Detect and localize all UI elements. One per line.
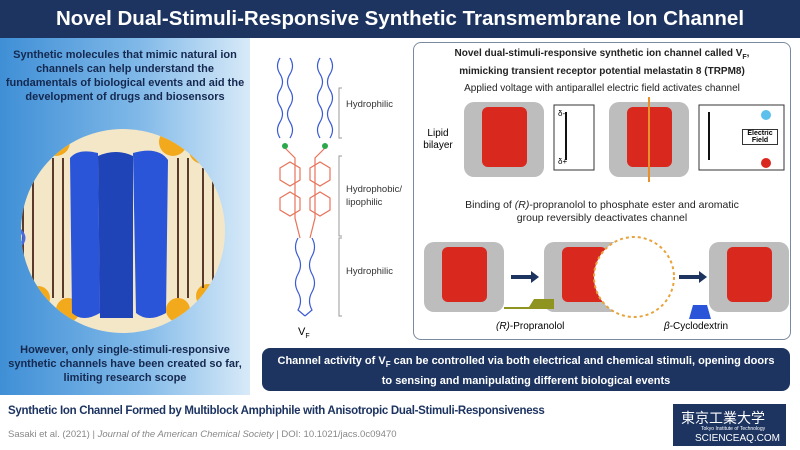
paper-title: Synthetic Ion Channel Formed by Multiblo… xyxy=(8,405,545,417)
molecule-subscript: F xyxy=(305,333,310,341)
heading-line1: Novel dual-stimuli-responsive synthetic … xyxy=(454,48,743,59)
propranolol-label: (R)-Propranolol xyxy=(496,321,564,332)
doi: DOI: 10.1021/jacs.0c09470 xyxy=(281,429,397,440)
cyclodextrin-label: β-Cyclodextrin xyxy=(664,321,728,332)
citation: Sasaki et al. (2021) | Journal of the Am… xyxy=(8,429,397,440)
multiblock-amphiphile-structure xyxy=(276,57,342,317)
heading-comma: , xyxy=(746,48,750,59)
conclusion-pre: Channel activity of V xyxy=(277,355,386,367)
molecule-letter: V xyxy=(298,326,306,338)
authors: Sasaki et al. (2021) xyxy=(8,429,90,440)
logo-en: Tokyo Institute of Technology xyxy=(701,426,766,432)
conclusion-post: can be controlled via both electrical an… xyxy=(381,355,775,388)
logo-jp: 東京工業大学 xyxy=(681,410,765,426)
binding-pre: Binding of xyxy=(465,199,515,211)
binding-post: -propranolol to phosphate ester and arom… xyxy=(516,199,739,224)
delta-minus-1: δ- xyxy=(558,109,566,118)
mechanism-panel: Novel dual-stimuli-responsive synthetic … xyxy=(413,42,791,340)
left-panel: Synthetic molecules that mimic natural i… xyxy=(0,38,250,395)
delta-plus-1: δ+ xyxy=(558,157,568,166)
propranolol-text: -Propranolol xyxy=(509,321,565,332)
conclusion-sub: F xyxy=(385,360,391,370)
hydrophobic-label: Hydrophobic/ lipophilic xyxy=(346,184,402,208)
hydrophilic-label-bottom: Hydrophilic xyxy=(346,266,393,277)
channel-diagrams xyxy=(424,97,789,319)
open-channel-2 xyxy=(609,97,785,182)
channel-blocking-sequence xyxy=(424,236,789,319)
electric-field-label: Electric Field xyxy=(742,129,778,145)
molecule-name: VF xyxy=(298,325,310,344)
conclusion-banner: Channel activity of VF can be controlled… xyxy=(262,348,790,391)
watermark: SCIENCEAQ.COM xyxy=(695,433,781,444)
heading-line2: mimicking transient receptor potential m… xyxy=(459,66,745,77)
ion-channel-illustration xyxy=(21,129,225,333)
lipid-bilayer-label: Lipid bilayer xyxy=(423,128,453,151)
cyclodextrin-text: -Cyclodextrin xyxy=(669,321,729,332)
journal: Journal of the American Chemical Society xyxy=(97,429,274,440)
voltage-caption: Applied voltage with antiparallel electr… xyxy=(464,83,740,94)
page-title: Novel Dual-Stimuli-Responsive Synthetic … xyxy=(0,0,800,38)
binding-caption: Binding of (R)-propranolol to phosphate … xyxy=(414,199,790,225)
university-logo: 東京工業大学 Tokyo Institute of Technology SCI… xyxy=(673,404,786,446)
heading-sub: F xyxy=(742,54,747,61)
molecule-panel: Hydrophilic Hydrophobic/ lipophilic Hydr… xyxy=(250,38,410,348)
open-channel-1 xyxy=(464,102,595,177)
hydrophilic-label-top: Hydrophilic xyxy=(346,99,393,110)
propranolol-r: (R) xyxy=(496,321,510,332)
intro-text: Synthetic molecules that mimic natural i… xyxy=(5,49,245,103)
mechanism-heading: Novel dual-stimuli-responsive synthetic … xyxy=(414,47,790,79)
limitation-text: However, only single-stimuli-responsive … xyxy=(8,344,242,384)
cyclodextrin-beta: β xyxy=(664,321,670,332)
binding-r: (R) xyxy=(514,199,530,211)
